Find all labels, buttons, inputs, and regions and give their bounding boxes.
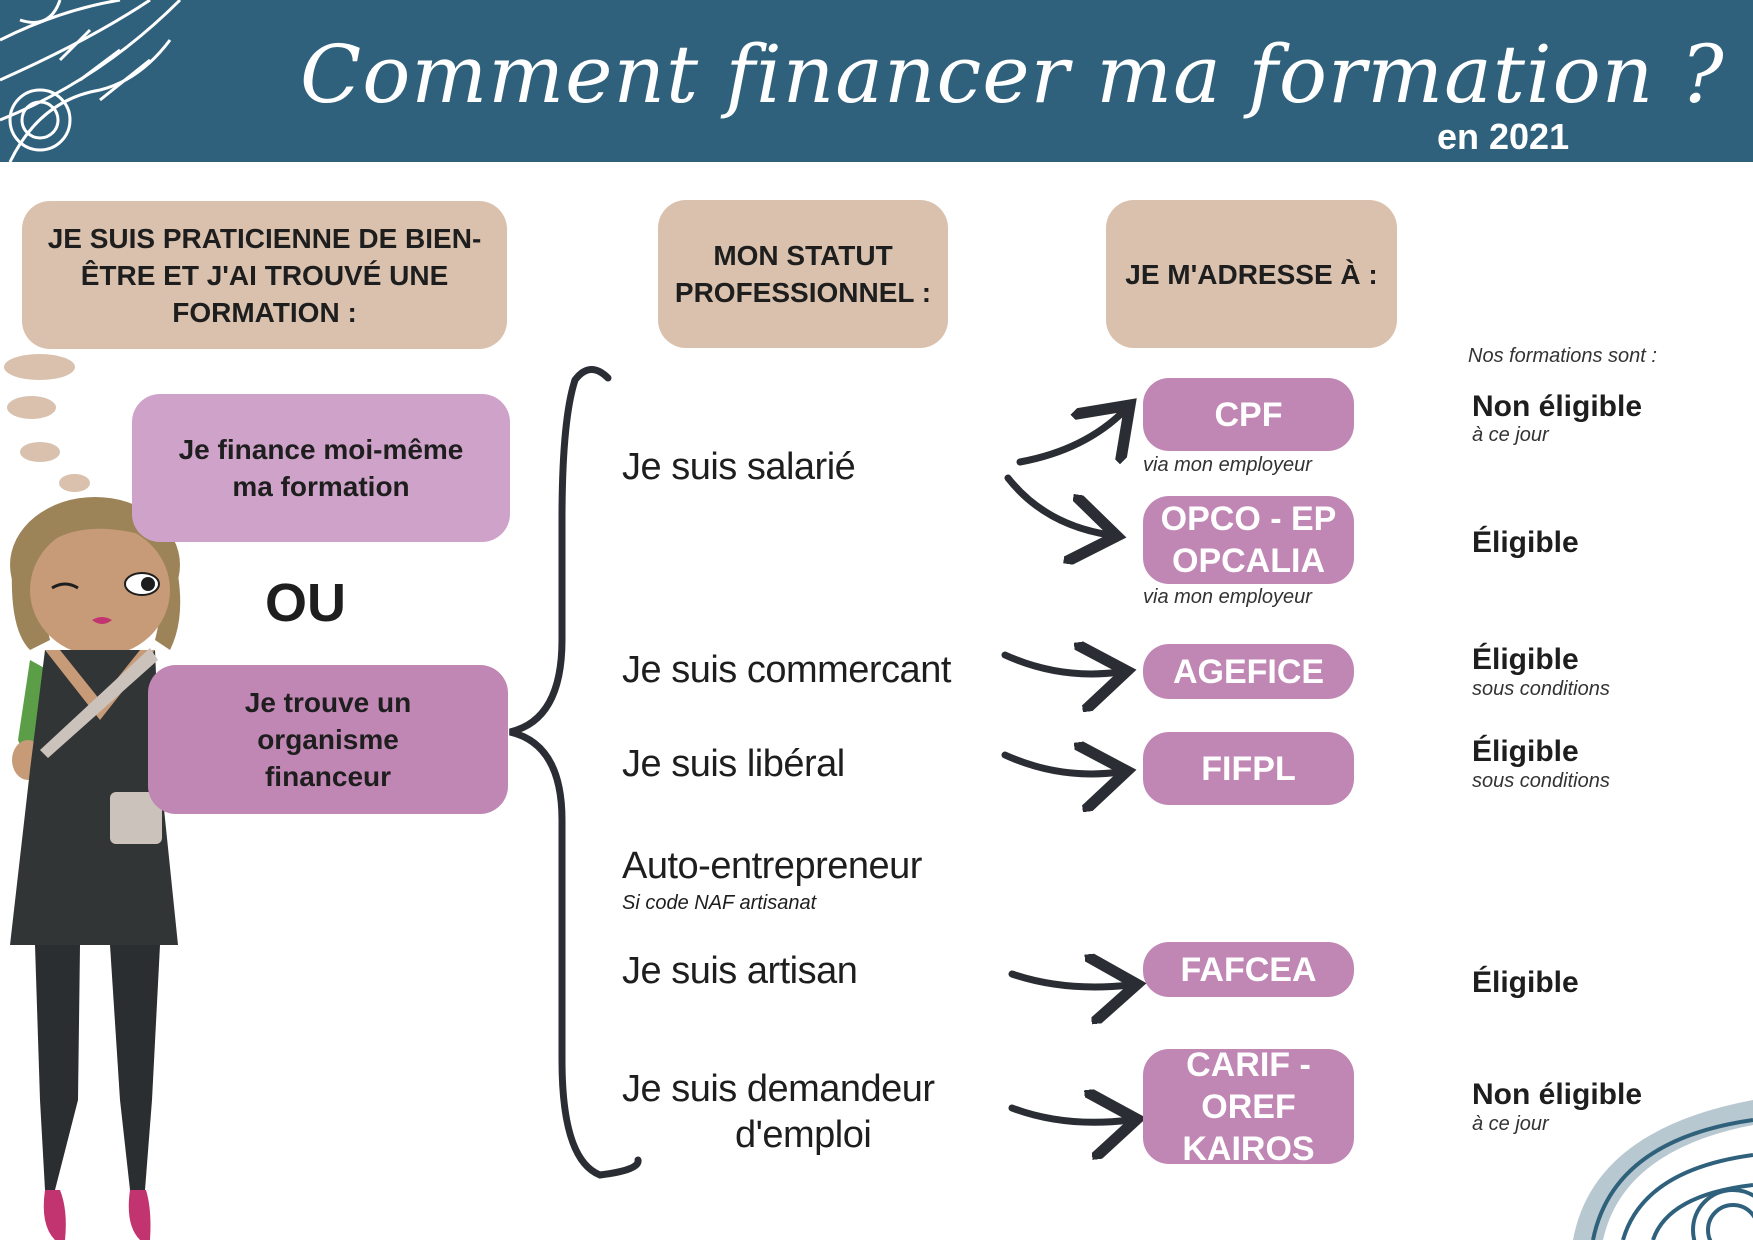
page-title: Comment financer ma formation ? (300, 28, 1725, 121)
arrow-demandeur-carif (1008, 1108, 1130, 1122)
thought-bubble (59, 474, 90, 492)
arrow-liberal-fifpl (1001, 755, 1120, 774)
eligibility-fafcea: Éligible (1472, 966, 1579, 999)
organism-fifpl: FIFPL (1143, 732, 1354, 805)
thought-bubble (20, 442, 60, 462)
organism-carif-label-2: KAIROS (1182, 1129, 1315, 1168)
option-organism: Je trouve un organisme financeur (148, 665, 508, 814)
or-label: OU (265, 573, 346, 633)
thought-bubble (4, 354, 75, 380)
option-self-finance: Je finance moi-même ma formation (132, 394, 510, 542)
eligibility-fifpl-note: sous conditions (1472, 770, 1610, 792)
column-header-situation: JE SUIS PRATICIENNE DE BIEN-ÊTRE ET J'AI… (22, 201, 507, 349)
eligibility-carif-note: à ce jour (1472, 1113, 1549, 1135)
status-artisan: Je suis artisan (622, 950, 858, 992)
organism-fifpl-label: FIFPL (1201, 749, 1296, 788)
woman-illustration (10, 497, 186, 1240)
arrow-commercant-agefice (1001, 655, 1120, 674)
organism-carif: CARIF - OREF KAIROS (1143, 1046, 1354, 1168)
option-self-finance-text: Je finance moi-même ma formation (178, 434, 464, 502)
status-auto-entrepreneur-note: Si code NAF artisanat (622, 892, 817, 914)
eligibility-agefice-note: sous conditions (1472, 678, 1610, 700)
column-header-situation-text: JE SUIS PRATICIENNE DE BIEN-ÊTRE ET J'AI… (47, 222, 482, 328)
status-demandeur-line1: Je suis demandeur (622, 1068, 935, 1110)
thought-bubble (7, 396, 56, 419)
organism-carif-label-1: CARIF - OREF (1186, 1045, 1311, 1126)
organism-agefice-label: AGEFICE (1172, 652, 1325, 691)
column-header-status-text: MON STATUT PROFESSIONNEL : (674, 240, 932, 308)
status-salarie: Je suis salarié (622, 446, 856, 488)
column-header-status: MON STATUT PROFESSIONNEL : (658, 200, 948, 348)
organism-opco-note: via mon employeur (1143, 586, 1312, 608)
column-header-contact: JE M'ADRESSE À : (1106, 200, 1397, 348)
eligibility-heading: Nos formations sont : (1468, 345, 1657, 367)
organism-opco-label-2: OPCALIA (1172, 542, 1325, 580)
eligibility-agefice: Éligible (1472, 643, 1579, 676)
organism-opco-label-1: OPCO - EP (1160, 500, 1337, 538)
arrow-salarie-cpf (1016, 410, 1125, 466)
arrow-artisan-fafcea (1008, 974, 1130, 987)
option-organism-text: Je trouve un organisme financeur (244, 687, 412, 792)
curly-brace (509, 366, 642, 1179)
organism-agefice: AGEFICE (1143, 644, 1354, 699)
eligibility-carif: Non éligible (1472, 1078, 1643, 1111)
organism-fafcea-label: FAFCEA (1180, 950, 1317, 989)
organism-opco: OPCO - EP OPCALIA (1143, 496, 1354, 584)
arrow-salarie-opco (1004, 474, 1110, 535)
status-commercant: Je suis commercant (622, 649, 951, 691)
eligibility-cpf-note: à ce jour (1472, 424, 1549, 446)
organism-cpf: CPF (1143, 378, 1354, 451)
eligibility-fifpl: Éligible (1472, 735, 1579, 768)
status-liberal: Je suis libéral (622, 743, 845, 785)
column-header-contact-text: JE M'ADRESSE À : (1125, 258, 1378, 290)
status-demandeur-line2: d'emploi (735, 1114, 872, 1156)
eligibility-opco: Éligible (1472, 526, 1579, 559)
mandala-ornament-icon (0, 0, 182, 162)
status-auto-entrepreneur: Auto-entrepreneur (622, 845, 922, 887)
organism-cpf-label: CPF (1214, 395, 1283, 434)
corner-mandala-icon (1573, 1100, 1753, 1240)
organism-cpf-note: via mon employeur (1143, 454, 1312, 476)
organism-fafcea: FAFCEA (1143, 942, 1354, 997)
title-year: en 2021 (1437, 116, 1570, 157)
eligibility-cpf: Non éligible (1472, 390, 1643, 423)
header-banner: Comment financer ma formation ? en 2021 (0, 0, 1753, 162)
